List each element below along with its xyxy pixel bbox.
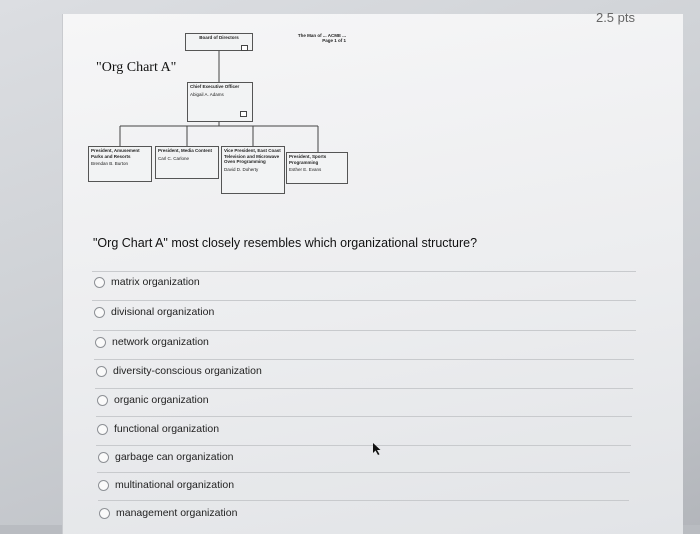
org-division-name: Esther E. Evans [289,167,322,172]
option-label: garbage can organization [115,451,234,463]
org-box-board: Board of Directors [185,33,253,51]
question-text: "Org Chart A" most closely resembles whi… [93,236,478,250]
expand-icon [241,45,248,51]
radio-icon[interactable] [99,507,110,519]
divider [98,500,629,501]
org-corner-note: The Man of ... ACME ... Page 1 of 1 [297,33,346,43]
option-label: organic organization [114,394,209,406]
option-divisional[interactable]: divisional organization [94,306,214,318]
option-organic[interactable]: organic organization [97,394,209,406]
option-garbage-can[interactable]: garbage can organization [98,451,234,463]
divider [92,271,636,272]
option-functional[interactable]: functional organization [97,423,219,435]
org-box-amusement: President, Amusement Parks and Resorts B… [88,146,152,182]
divider [97,472,630,473]
option-label: network organization [112,336,209,348]
divider [95,388,633,389]
org-box-media: President, Media Content Carl C. Carlone [155,146,219,179]
org-division-role: President, Sports Programming [289,154,327,165]
radio-icon[interactable] [94,276,105,288]
option-label: divisional organization [111,306,215,318]
option-network[interactable]: network organization [95,336,209,348]
option-management[interactable]: management organization [99,507,237,519]
org-ceo-role: Chief Executive Officer [190,84,240,89]
org-box-tv: Vice President, East Coast Television an… [221,146,285,194]
arrow-cursor-icon [373,443,381,455]
org-box-sports: President, Sports Programming Esther E. … [286,152,348,184]
org-division-role: President, Media Content [158,148,213,153]
radio-icon[interactable] [95,336,106,348]
chart-title: "Org Chart A" [96,60,177,75]
option-matrix[interactable]: matrix organization [94,276,200,288]
option-label: diversity-conscious organization [113,365,262,377]
option-label: multinational organization [115,479,235,491]
radio-icon[interactable] [94,306,105,318]
org-board-label: Board of Directors [199,35,239,40]
expand-icon [240,111,247,117]
divider [96,445,631,446]
org-ceo-name: Abigail A. Adams [190,91,224,97]
option-label: management organization [116,507,238,519]
org-division-name: David D. Doherty [224,166,259,172]
points-label: 2.5 pts [595,10,635,25]
option-label: functional organization [114,423,220,435]
quiz-card: 2.5 pts [62,10,683,534]
divider [94,359,634,360]
option-label: matrix organization [111,276,200,288]
org-division-name: Carl C. Carlone [158,155,190,161]
org-division-role: President, Amusement Parks and Resorts [91,148,140,159]
org-division-role: Vice President, East Coast Television an… [224,148,281,164]
radio-icon[interactable] [97,394,108,406]
divider [96,416,632,417]
org-division-name: Brendan B. Burton [91,161,129,166]
radio-icon[interactable] [97,423,108,435]
option-multinational[interactable]: multinational organization [98,479,234,491]
divider [93,330,636,331]
option-diversity[interactable]: diversity-conscious organization [96,365,262,377]
radio-icon[interactable] [98,479,109,491]
radio-icon[interactable] [96,365,107,377]
radio-icon[interactable] [98,451,109,463]
divider [92,300,636,301]
